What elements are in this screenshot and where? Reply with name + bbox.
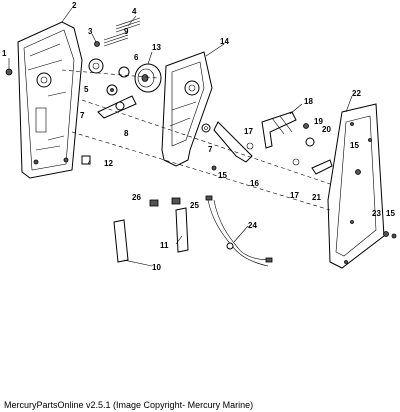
callout-16: 16 <box>250 179 259 188</box>
callout-8: 8 <box>124 129 129 138</box>
footer-copyright: MercuryPartsOnline v2.5.1 (Image Copyrig… <box>4 400 254 410</box>
callout-3: 3 <box>88 27 93 36</box>
callout-26: 26 <box>132 193 141 202</box>
part-strips <box>113 207 189 263</box>
callout-7a: 7 <box>80 111 85 120</box>
part-small-hardware <box>246 123 333 175</box>
callout-12: 12 <box>104 159 113 168</box>
callout-1: 1 <box>2 49 7 58</box>
callout-11: 11 <box>160 241 169 250</box>
part-blocks <box>149 197 181 207</box>
callout-2: 2 <box>72 1 77 10</box>
callout-22: 22 <box>352 89 361 98</box>
callout-6: 6 <box>134 53 139 62</box>
callout-18: 18 <box>304 97 313 106</box>
callout-15b: 15 <box>350 141 359 150</box>
callout-20: 20 <box>322 125 331 134</box>
part-screws-right <box>211 165 397 239</box>
part-lever <box>97 95 137 119</box>
part-housing <box>17 21 83 179</box>
part-drum <box>134 63 162 93</box>
part-screw-1 <box>5 68 13 76</box>
part-harness <box>205 195 273 267</box>
part-gear-cluster <box>88 17 141 96</box>
callout-15a: 15 <box>218 171 227 180</box>
callout-24: 24 <box>248 221 257 230</box>
callout-17b: 17 <box>290 191 299 200</box>
part-inner-plate <box>161 51 213 167</box>
callout-4: 4 <box>132 7 137 16</box>
callout-21: 21 <box>312 193 321 202</box>
callout-10: 10 <box>152 263 161 272</box>
callout-13: 13 <box>152 43 161 52</box>
callout-7b: 7 <box>208 145 213 154</box>
callout-25: 25 <box>190 201 199 210</box>
callout-19: 19 <box>314 117 323 126</box>
callout-14: 14 <box>220 37 229 46</box>
exploded-parts-diagram: 1 2 3 4 9 5 6 13 14 7 8 12 7 15 16 17 18… <box>2 1 397 272</box>
callout-labels: 1 2 3 4 9 5 6 13 14 7 8 12 7 15 16 17 18… <box>2 1 395 272</box>
callout-5: 5 <box>84 85 89 94</box>
callout-23: 23 <box>372 209 381 218</box>
part-cam <box>201 121 253 163</box>
callout-9: 9 <box>124 27 129 36</box>
callout-15c: 15 <box>386 209 395 218</box>
assembly-lines <box>61 69 331 211</box>
part-bracket <box>261 111 297 149</box>
leader-lines <box>8 7 353 267</box>
part-cover-plate <box>327 103 385 269</box>
callout-17a: 17 <box>244 127 253 136</box>
